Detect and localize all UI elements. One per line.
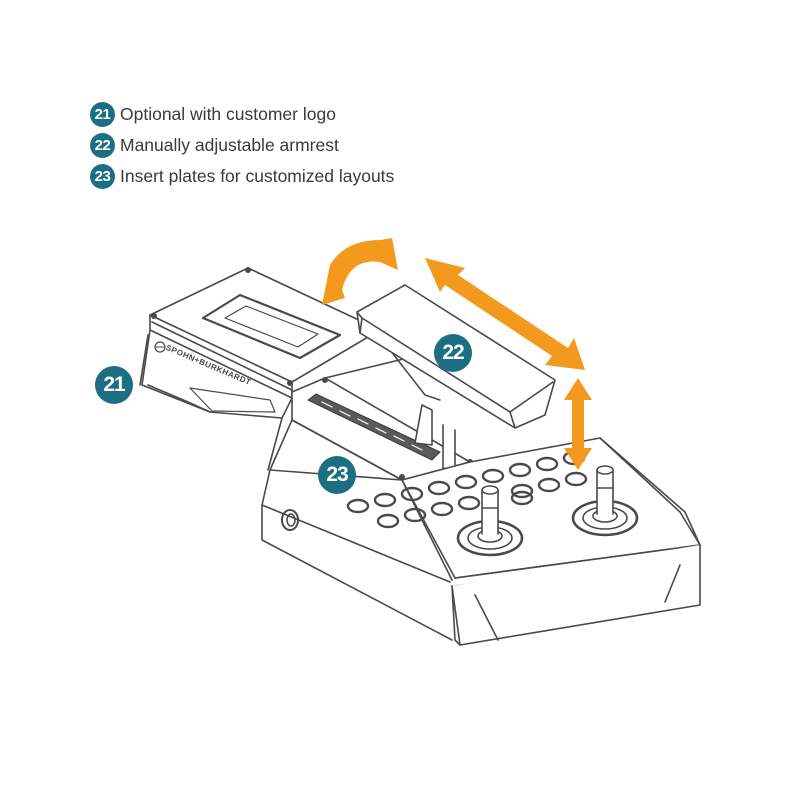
rotate-arrow-icon (322, 238, 398, 305)
legend-label: Optional with customer logo (120, 104, 336, 124)
legend-badge: 22 (90, 133, 115, 158)
emergency-button (281, 509, 299, 531)
callout-21: 21 (95, 366, 133, 404)
legend-badge: 23 (90, 164, 115, 189)
legend-badge: 21 (90, 102, 115, 127)
callout-23: 23 (318, 456, 356, 494)
legend-label: Manually adjustable armrest (120, 135, 339, 155)
brand-logo-emblem (154, 341, 166, 353)
legend-item-21: 21 Optional with customer logo (90, 99, 394, 130)
legend-item-23: 23 Insert plates for customized layouts (90, 161, 394, 192)
legend-label: Insert plates for customized layouts (120, 166, 395, 186)
console-buttons (346, 450, 588, 529)
callout-22: 22 (434, 334, 472, 372)
main-console (261, 419, 701, 646)
joystick-right (571, 465, 639, 537)
arrows (322, 238, 592, 470)
legend: 21 Optional with customer logo 22 Manual… (90, 99, 394, 192)
joystick-left (456, 485, 524, 557)
diagonal-arrow-icon (425, 258, 585, 370)
display-screen (201, 293, 342, 360)
legend-item-22: 22 Manually adjustable armrest (90, 130, 394, 161)
vertical-arrow-icon (564, 378, 592, 470)
